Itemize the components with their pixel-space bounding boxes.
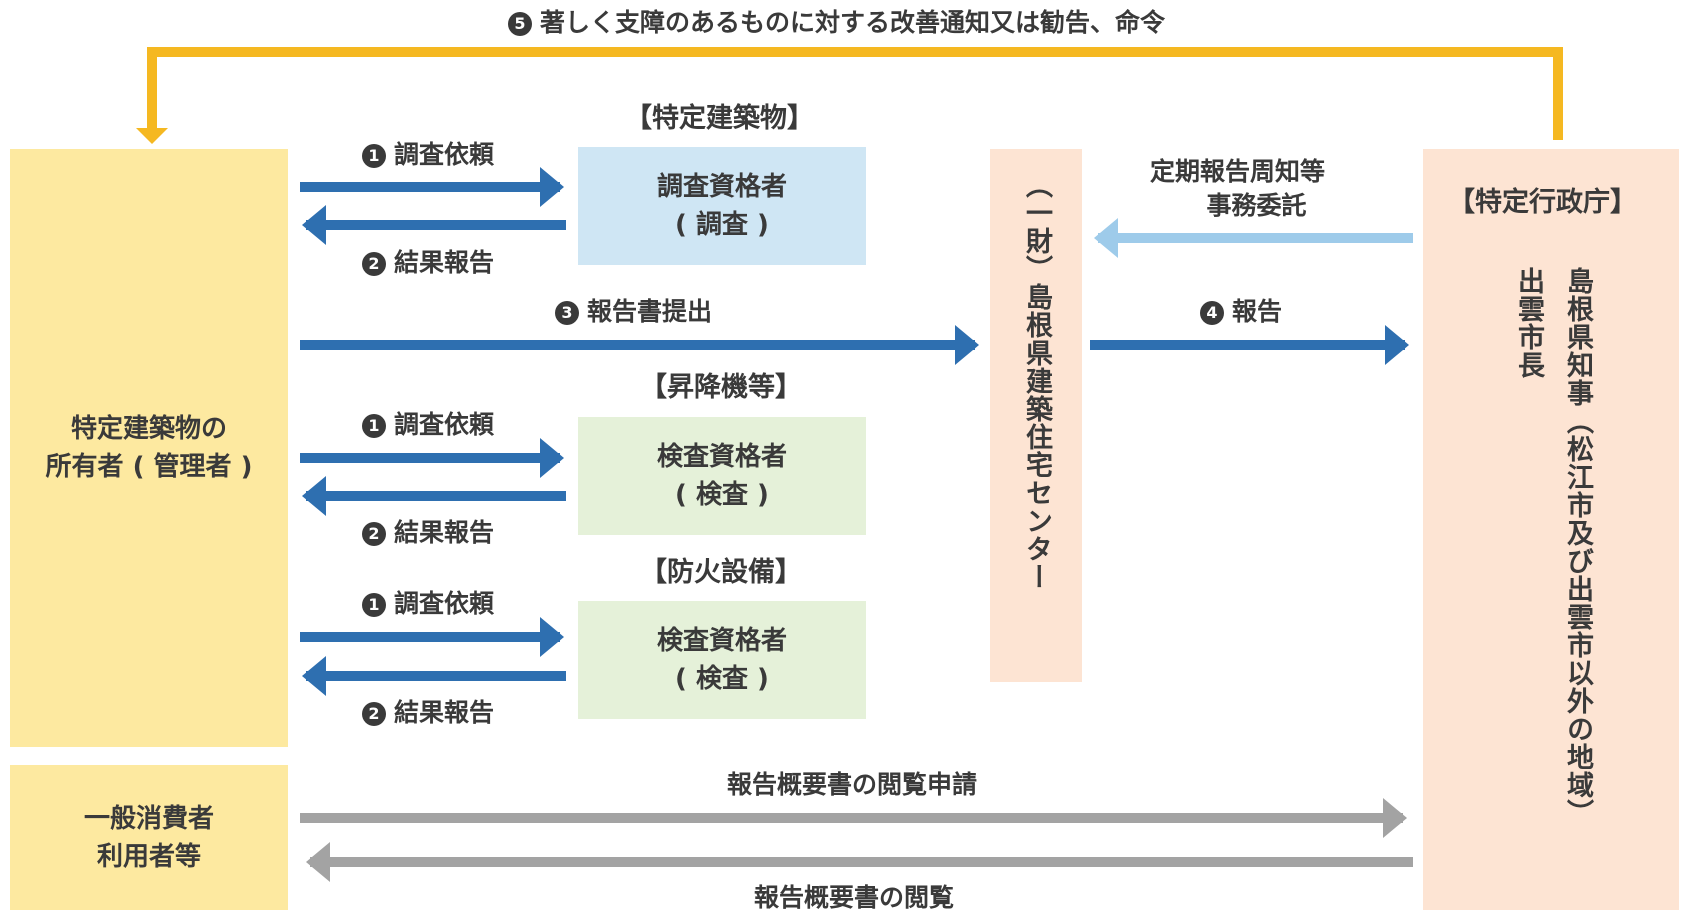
consumer-line2: 利用者等 [96, 841, 201, 872]
inspector-elevator-line2: ( 検査 ) [675, 480, 769, 510]
owner-line1: 特定建築物の [70, 414, 227, 444]
consumer-line1: 一般消費者 [83, 803, 214, 834]
inspector-elevator-line1: 検査資格者 [656, 442, 787, 472]
label-access-request: 報告概要書の閲覧申請 [727, 770, 978, 799]
header-fire-equipment: 【防火設備】 [640, 557, 802, 588]
delegation-line2: 事務委託 [1206, 191, 1307, 220]
investigator-line2: ( 調査 ) [675, 210, 769, 240]
box-investigator: 調査資格者 ( 調査 ) [578, 147, 866, 265]
authority-header: 【特定行政庁】 [1448, 187, 1637, 218]
submit-number: 3 [555, 301, 579, 325]
investigator-line1: 調査資格者 [656, 172, 787, 202]
consumer-box: 一般消費者 利用者等 [10, 765, 288, 910]
header-special-building: 【特定建築物】 [625, 103, 814, 134]
report-number: 4 [1200, 301, 1224, 325]
label-access-view: 報告概要書の閲覧 [754, 883, 955, 912]
arrow-notice-feedback [147, 47, 1563, 140]
owner-line2: 所有者 ( 管理者 ) [45, 452, 253, 482]
delegation-line1: 定期報告周知等 [1150, 157, 1326, 186]
box-inspector-fire: 検査資格者 ( 検査 ) [578, 601, 866, 719]
notice-label: 5 著しく支障のあるものに対する改善通知又は勧告、命令 [508, 8, 1165, 38]
authority-izumo-mayor: 出雲市長 [1513, 267, 1544, 379]
label-delegation: 定期報告周知等 事務委託 [1150, 155, 1325, 223]
authority-governor: 島根県知事（松江市及び出雲市以外の地域） [1562, 267, 1593, 827]
center-name: （一財）島根県建築住宅センター [1021, 171, 1052, 591]
notice-number: 5 [508, 12, 532, 36]
arrow-notice-head [136, 128, 168, 144]
owner-box: 特定建築物の 所有者 ( 管理者 ) [10, 149, 288, 747]
header-elevator: 【昇降機等】 [640, 372, 802, 403]
request-number: 1 [362, 144, 386, 168]
result-number: 2 [362, 252, 386, 276]
center-box: （一財）島根県建築住宅センター [990, 149, 1082, 682]
notice-text: 著しく支障のあるものに対する改善通知又は勧告、命令 [540, 8, 1166, 37]
inspector-fire-line1: 検査資格者 [656, 626, 787, 656]
box-inspector-elevator: 検査資格者 ( 検査 ) [578, 417, 866, 535]
authority-box: 【特定行政庁】 島根県知事（松江市及び出雲市以外の地域） 出雲市長 [1423, 149, 1679, 910]
inspector-fire-line2: ( 検査 ) [675, 664, 769, 694]
